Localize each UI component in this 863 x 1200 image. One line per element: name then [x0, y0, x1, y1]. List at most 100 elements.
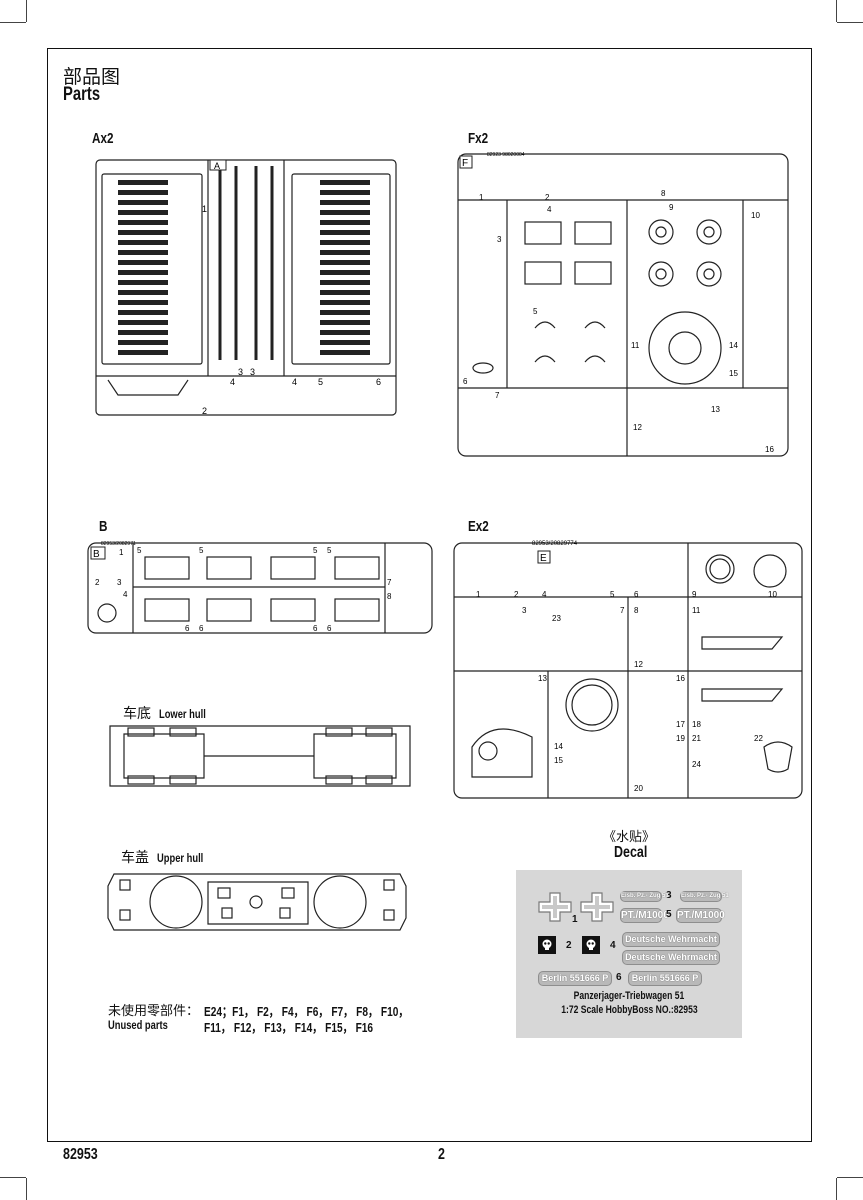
sprue-a-title: Ax2 — [92, 130, 114, 147]
part-number: 15 — [729, 369, 738, 378]
decal-berlin: Berlin 551666 P — [538, 971, 612, 986]
part-number: 21 — [692, 734, 701, 743]
decal-number: 5 — [666, 909, 672, 920]
decal-berlin: Berlin 551666 P — [628, 971, 702, 986]
part-number: 13 — [711, 405, 720, 414]
part-number: 24 — [692, 760, 701, 769]
part-number: 2 — [95, 578, 100, 587]
part-number: 1 — [479, 193, 484, 202]
part-number: 4 — [123, 590, 128, 599]
part-number: 2 — [545, 193, 550, 202]
part-number: 3 — [250, 367, 255, 377]
part-number: 8 — [661, 189, 666, 198]
part-number: 4 — [542, 590, 547, 599]
title-en: Parts — [63, 84, 101, 105]
sprue-e-code: 82953/20829774 — [532, 541, 578, 547]
decal-footer-scale: 1:72 Scale HobbyBoss NO.:82953 — [560, 1004, 698, 1016]
decal-wehrmacht: Deutsche Wehrmacht — [622, 950, 720, 965]
cross-icon — [580, 892, 614, 922]
skull-icon — [582, 936, 600, 954]
sprue-b-code: 82953/2082971 — [101, 541, 136, 547]
sprue-a-letter: A — [214, 161, 220, 171]
unused-line1: E24；F1， F2， F4， F6， F7， F8， F10， — [204, 1004, 409, 1019]
decal-sheet: 1 3 Eisb. Pz.- Zug 51 Eisb. Pz.- Zug 51 … — [516, 870, 742, 1038]
decal-title-en: Decal — [614, 844, 648, 861]
decal-number: 2 — [566, 940, 572, 951]
part-number: 7 — [620, 606, 625, 615]
part-number: 16 — [765, 445, 774, 454]
decal-tag: Eisb. Pz.- Zug 51 — [620, 891, 669, 902]
footer-code: 82953 — [63, 1146, 98, 1163]
part-number: 14 — [554, 742, 563, 751]
part-number: 6 — [185, 624, 190, 633]
part-number: 8 — [387, 592, 392, 601]
decal-wehrmacht: Deutsche Wehrmacht — [622, 932, 720, 947]
part-number: 5 — [137, 546, 142, 555]
part-number: 11 — [692, 606, 701, 615]
decal-title-cn: 《水贴》 — [603, 830, 656, 845]
part-number: 4 — [230, 377, 235, 387]
crop-mark — [26, 1178, 27, 1200]
part-number: 3 — [117, 578, 122, 587]
part-number: 5 — [610, 590, 615, 599]
sprue-e-title: Ex2 — [468, 518, 489, 535]
lower-hull-label: 车底 Lower hull — [123, 706, 207, 722]
part-number: 17 — [676, 720, 685, 729]
part-number: 10 — [768, 590, 777, 599]
decal-number: 3 — [666, 890, 672, 901]
part-number: 4 — [547, 205, 552, 214]
part-number: 2 — [202, 406, 207, 416]
part-number: 6 — [634, 590, 639, 599]
part-number: 7 — [387, 578, 392, 587]
part-number: 3 — [497, 235, 502, 244]
sprue-a-drawing: A 1 2 3 3 4 4 5 6 — [95, 159, 397, 416]
decal-tag: Eisb. Pz.- Zug 51 — [680, 891, 729, 902]
part-number: 6 — [199, 624, 204, 633]
unused-line2: F11， F12， F13， F14， F15， F16 — [204, 1020, 374, 1035]
page-number: 2 — [438, 1146, 445, 1163]
lower-hull-drawing — [109, 725, 411, 787]
sprue-f-letter: F — [462, 158, 468, 169]
part-number: 18 — [692, 720, 701, 729]
part-number: 6 — [327, 624, 332, 633]
part-number: 5 — [199, 546, 204, 555]
part-number: 14 — [729, 341, 738, 350]
part-number: 6 — [463, 377, 468, 386]
sprue-e-letter: E — [540, 553, 547, 564]
sprue-f-title: Fx2 — [468, 130, 489, 147]
crop-mark — [26, 0, 27, 22]
unused-label-en: Unused parts — [108, 1018, 168, 1032]
part-number: 7 — [495, 391, 500, 400]
part-number: 9 — [669, 203, 674, 212]
part-number: 12 — [633, 423, 642, 432]
sprue-f-code: 82923 98020004 — [487, 152, 525, 158]
upper-hull-label: 车盖 Upper hull — [121, 850, 204, 866]
decal-footer-name: Panzerjager-Triebwagen 51 — [573, 990, 685, 1002]
part-number: 15 — [554, 756, 563, 765]
part-number: 11 — [631, 341, 640, 350]
unused-label-cn: 未使用零部件： — [108, 1004, 200, 1019]
part-number: 5 — [533, 307, 538, 316]
page-frame — [47, 48, 812, 1142]
sprue-b-drawing: B 82953/2082971 1 2 3 4 5 5 5 5 6 6 6 6 … — [87, 541, 433, 634]
sprue-b-title: B — [99, 518, 108, 535]
part-number: 6 — [376, 377, 381, 387]
part-number: 22 — [754, 734, 763, 743]
part-number: 13 — [538, 674, 547, 683]
decal-number: 6 — [616, 972, 622, 983]
part-number: 5 — [313, 546, 318, 555]
sprue-e-drawing: E 82953/20829774 1 2 3 4 5 6 7 8 9 10 11… — [453, 541, 803, 799]
part-number: 8 — [634, 606, 639, 615]
decal-number: 4 — [610, 940, 616, 951]
cross-icon — [538, 892, 572, 922]
part-number: 1 — [476, 590, 481, 599]
part-number: 20 — [634, 784, 643, 793]
part-number: 2 — [514, 590, 519, 599]
part-number: 9 — [692, 590, 697, 599]
upper-hull-drawing — [107, 873, 407, 931]
crop-mark — [836, 1178, 837, 1200]
part-number: 3 — [238, 367, 243, 377]
title-cn: 部品图 — [63, 66, 121, 88]
part-number: 3 — [522, 606, 527, 615]
crop-mark — [0, 22, 26, 23]
